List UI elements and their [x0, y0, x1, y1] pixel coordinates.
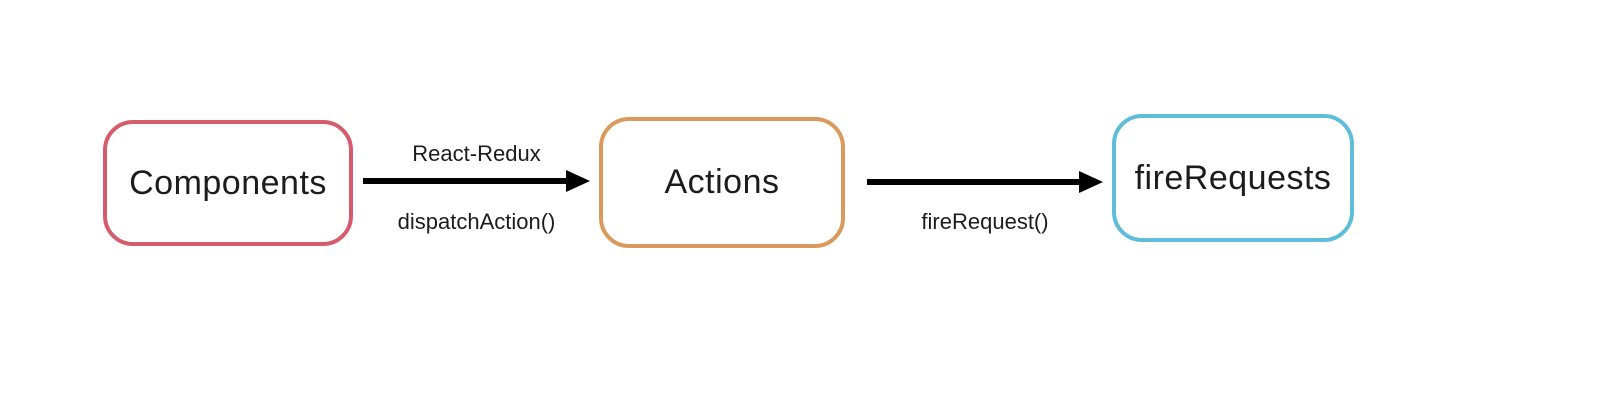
edge-components-to-actions: React-Redux dispatchAction(): [363, 141, 590, 241]
edge-label-react-redux: React-Redux: [412, 141, 541, 166]
node-actions-label: Actions: [664, 163, 780, 201]
edge-actions-to-firerequests: fireRequest(): [867, 142, 1103, 242]
arrow-right-icon: [363, 170, 590, 192]
arrow-right-icon: [867, 171, 1103, 193]
node-components-label: Components: [129, 163, 327, 202]
node-firerequests-label: fireRequests: [1134, 158, 1332, 197]
arrow-head-icon: [566, 170, 590, 192]
edge-label-dispatch-action: dispatchAction(): [397, 209, 556, 234]
node-components: Components: [103, 120, 353, 246]
edge-label-fire-request: fireRequest(): [921, 209, 1049, 234]
arrow-head-icon: [1079, 171, 1103, 193]
arrow-shaft: [363, 178, 566, 184]
node-firerequests: fireRequests: [1112, 114, 1354, 242]
arrow-shaft: [867, 179, 1079, 185]
node-actions: Actions: [599, 117, 845, 248]
